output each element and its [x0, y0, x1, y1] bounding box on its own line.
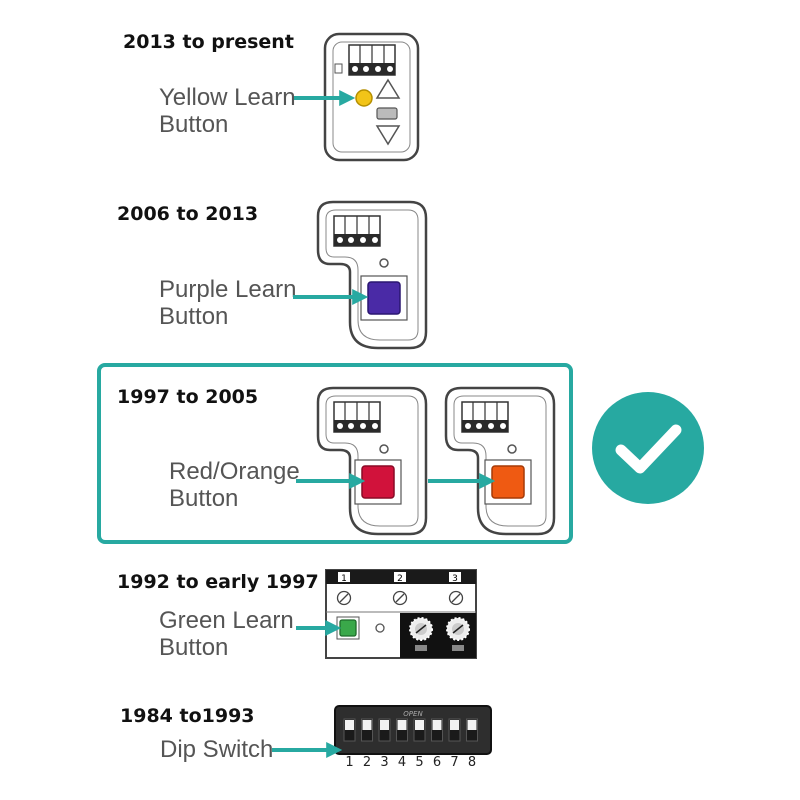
dip-lever[interactable]	[380, 720, 389, 730]
dial-icon	[409, 617, 470, 641]
callout-purple-learn-button: Purple Learn Button	[159, 276, 296, 330]
dip-number: 8	[468, 755, 476, 770]
orange-learn-button	[491, 465, 525, 499]
dip-number: 6	[433, 755, 441, 770]
terminal-block	[348, 44, 396, 76]
check-circle-icon	[592, 392, 704, 504]
terminal-block	[461, 401, 509, 433]
dip-number: 2	[363, 755, 371, 770]
dip-number: 7	[450, 755, 458, 770]
terminal-block	[333, 401, 381, 433]
dip-lever[interactable]	[467, 720, 477, 730]
up-arrow-icon	[375, 78, 401, 99]
callout-line: Button	[159, 111, 229, 138]
panel-1992-1997: 1 2 3	[325, 569, 477, 659]
callout-line: Red/Orange	[169, 458, 300, 485]
dip-lever[interactable]	[362, 720, 372, 730]
down-arrow-icon	[375, 125, 401, 146]
callout-line: Dip Switch	[160, 736, 274, 763]
dip-lever[interactable]	[415, 720, 424, 730]
panel-2006-2013	[316, 200, 428, 350]
callout-dip-switch: Dip Switch	[160, 736, 273, 763]
dip-levers	[343, 718, 478, 742]
callout-line: Button	[169, 485, 239, 512]
screw-terminal-icon	[336, 590, 464, 606]
era-title-1984-1993: 1984 to1993	[120, 705, 255, 727]
purple-learn-button	[367, 281, 401, 315]
dip-lever[interactable]	[397, 720, 407, 730]
dip-number: 5	[415, 755, 423, 770]
callout-line: Purple Learn	[159, 276, 297, 303]
panel-2013-present	[323, 32, 420, 162]
era-title-2006-2013: 2006 to 2013	[117, 203, 259, 225]
dip-number: 1	[345, 755, 353, 770]
dip-lever[interactable]	[432, 720, 442, 730]
dip-number: 4	[398, 755, 406, 770]
switch-number: 3	[452, 574, 458, 584]
led-indicator	[375, 623, 385, 633]
stop-button-icon	[376, 107, 398, 120]
panel-1997-2005-orange	[444, 386, 556, 536]
yellow-learn-button	[355, 89, 373, 107]
red-learn-button	[361, 465, 395, 499]
selected-era-frame	[97, 363, 573, 544]
green-learn-button	[339, 619, 357, 637]
callout-green-learn-button: Green Learn Button	[159, 607, 294, 661]
callout-line: Button	[159, 634, 229, 661]
callout-line: Green Learn	[159, 607, 294, 634]
era-title-1997-2005: 1997 to 2005	[117, 386, 259, 408]
callout-line: Yellow Learn	[159, 84, 296, 111]
dip-open-label: OPEN	[403, 710, 423, 718]
callout-line: Button	[159, 303, 229, 330]
callout-red-orange-button: Red/Orange Button	[169, 458, 300, 512]
switch-number: 2	[397, 574, 403, 584]
era-title-2013-present: 2013 to present	[123, 31, 294, 53]
panel-1997-2005-red	[316, 386, 428, 536]
dip-number: 3	[380, 755, 388, 770]
dip-lever[interactable]	[345, 720, 354, 730]
callout-yellow-learn-button: Yellow Learn Button	[159, 84, 296, 138]
era-title-1992-1997: 1992 to early 1997	[117, 571, 319, 593]
dip-lever[interactable]	[450, 720, 459, 730]
switch-number: 1	[341, 574, 347, 584]
terminal-block	[333, 215, 381, 247]
